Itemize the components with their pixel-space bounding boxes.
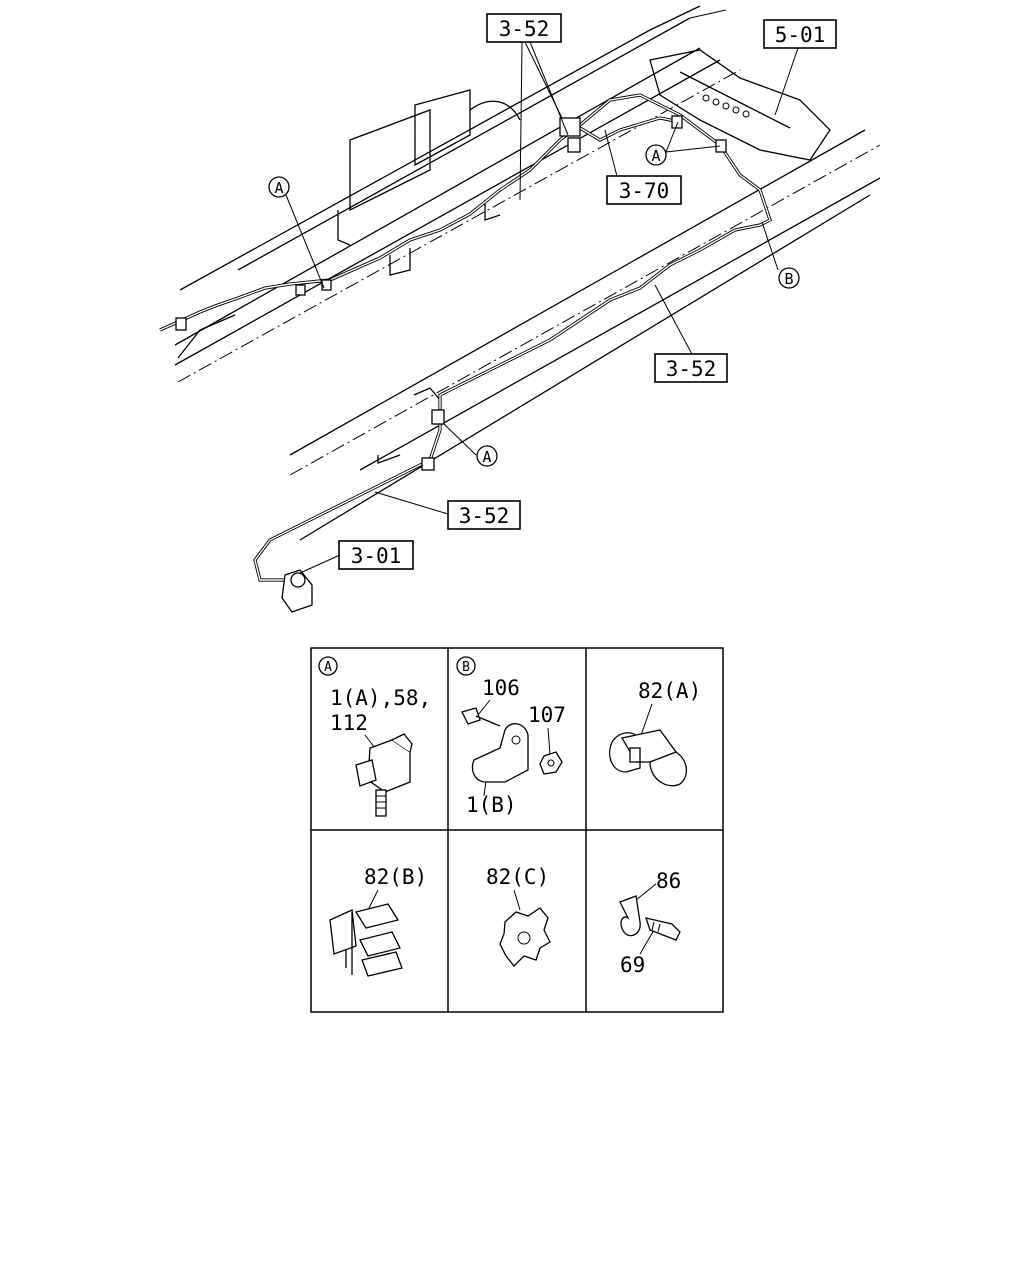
- svg-text:B: B: [784, 270, 793, 288]
- callout-3-01[interactable]: 3-01: [338, 540, 414, 570]
- svg-text:82(B): 82(B): [364, 865, 427, 889]
- marker-a-lower: A: [476, 445, 498, 467]
- callout-3-52-low[interactable]: 3-52: [447, 500, 521, 530]
- svg-text:3-01: 3-01: [351, 544, 402, 568]
- svg-text:1(A),58,: 1(A),58,: [330, 686, 431, 710]
- clip-82b-icon: [329, 903, 403, 977]
- svg-text:3-52: 3-52: [459, 504, 510, 528]
- clamp-86-icon: [619, 895, 681, 941]
- svg-text:A: A: [651, 147, 660, 165]
- crossmember-holes: [702, 94, 750, 118]
- detail-cell-82c: 82(C): [486, 865, 551, 967]
- svg-text:3-52: 3-52: [499, 17, 550, 41]
- detail-cell-a: A 1(A),58, 112: [318, 656, 431, 817]
- detail-cell-82b: 82(B): [329, 865, 427, 977]
- clip-82c-icon: [499, 907, 551, 967]
- detail-grid: [310, 647, 724, 1013]
- detail-cell-86: 86 69: [619, 869, 681, 977]
- marker-a-left: A: [268, 176, 290, 198]
- bracket-b-icon: [461, 707, 563, 783]
- clip-a-icon: [355, 733, 413, 817]
- callout-3-52-mid[interactable]: 3-52: [654, 353, 728, 383]
- callout-3-52-top[interactable]: 3-52: [486, 13, 562, 43]
- leader-lines: [285, 41, 799, 574]
- marker-a-top: A: [645, 144, 667, 166]
- svg-text:86: 86: [656, 869, 681, 893]
- svg-text:A: A: [324, 660, 332, 675]
- svg-text:3-52: 3-52: [666, 357, 717, 381]
- svg-text:112: 112: [330, 711, 368, 735]
- detail-cell-b: B 106 107 1(B): [456, 656, 566, 817]
- svg-text:69: 69: [620, 953, 645, 977]
- clip-82a-icon: [609, 729, 687, 787]
- chassis-frame: [159, 5, 881, 541]
- svg-text:5-01: 5-01: [775, 23, 826, 47]
- callout-3-70[interactable]: 3-70: [606, 175, 682, 205]
- marker-b-right: B: [778, 267, 800, 289]
- brake-pipes: [159, 93, 772, 613]
- svg-text:107: 107: [528, 703, 566, 727]
- callout-5-01[interactable]: 5-01: [763, 19, 837, 49]
- svg-text:106: 106: [482, 676, 520, 700]
- svg-text:A: A: [274, 179, 283, 197]
- pipe-fitting: [281, 569, 313, 613]
- detail-cell-82a: 82(A): [609, 679, 701, 787]
- svg-text:82(A): 82(A): [638, 679, 701, 703]
- svg-text:3-70: 3-70: [619, 179, 670, 203]
- svg-text:B: B: [462, 660, 470, 675]
- svg-text:82(C): 82(C): [486, 865, 549, 889]
- svg-text:1(B): 1(B): [466, 793, 517, 817]
- svg-text:A: A: [482, 448, 491, 466]
